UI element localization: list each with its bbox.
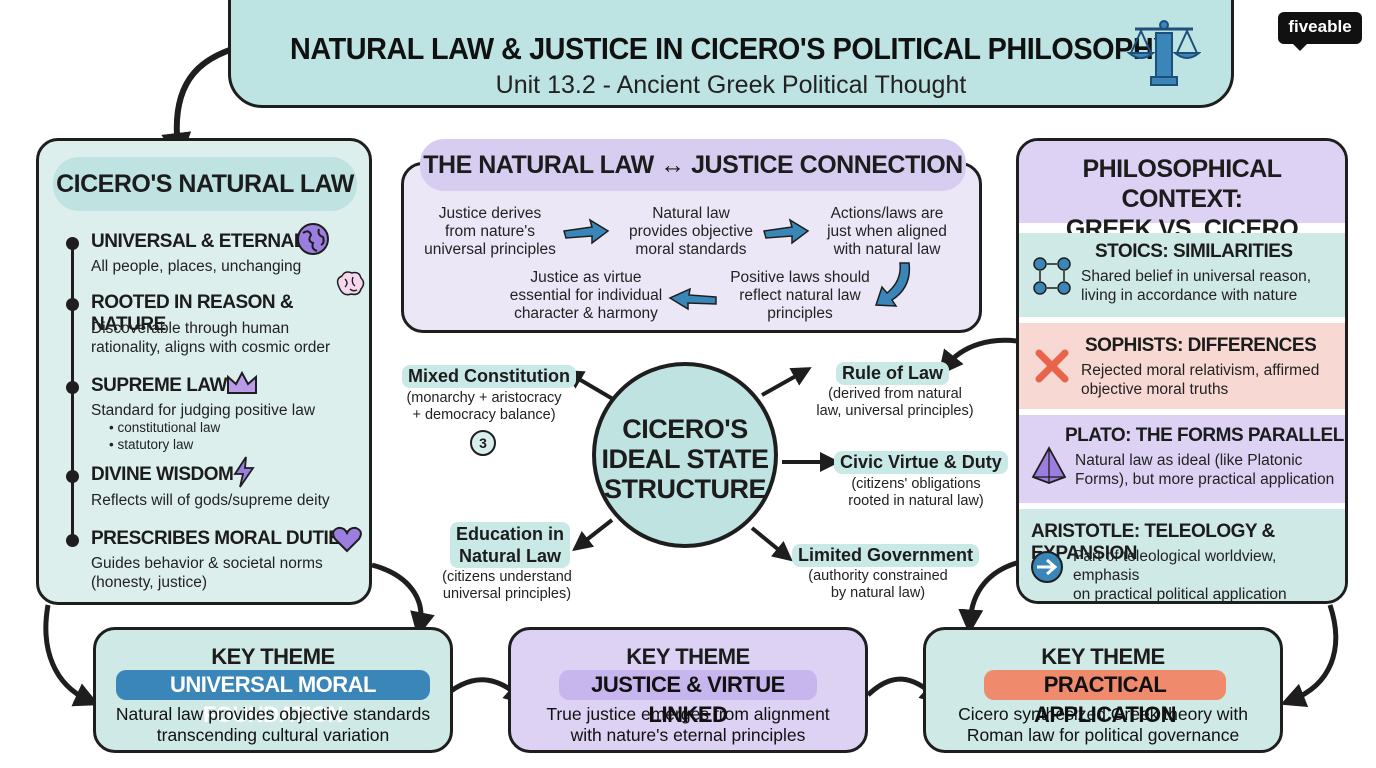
- node-limited-government-desc: (authority constrained by natural law): [808, 568, 948, 601]
- item-title: PRESCRIBES MORAL DUTIES: [91, 528, 353, 549]
- page-title: NATURAL LAW & JUSTICE IN CICERO'S POLITI…: [290, 31, 1172, 66]
- lightning-icon: [233, 456, 255, 488]
- cross-icon: [1035, 349, 1069, 383]
- arrow-sophists-to-rule: [938, 337, 1025, 376]
- timeline-dot: [66, 470, 79, 483]
- item-desc: (honesty, justice): [91, 574, 208, 591]
- node-civic-virtue: Civic Virtue & Duty: [834, 451, 1008, 474]
- header-banner: NATURAL LAW & JUSTICE IN CICERO'S POLITI…: [228, 0, 1234, 108]
- node-rule-of-law: Rule of Law: [836, 362, 950, 385]
- philosophical-context-panel: PHILOSOPHICAL CONTEXT: GREEK VS. CICERO …: [1016, 138, 1348, 604]
- timeline-dot: [66, 298, 79, 311]
- arrow-right-to-theme3: [958, 559, 1021, 635]
- context-plato: PLATO: THE FORMS PARALLEL Natural law as…: [1019, 415, 1345, 503]
- key-theme-text: Cicero synthesized Greek theory with Rom…: [958, 704, 1248, 745]
- key-theme-pill: UNIVERSAL MORAL FOUNDATION: [116, 670, 430, 727]
- key-theme-heading: KEY THEME: [1041, 644, 1165, 669]
- item-title: DIVINE WISDOM: [91, 464, 234, 485]
- context-plato-desc: Natural law as ideal (like Platonic Form…: [1075, 452, 1335, 488]
- badge-three: 3: [470, 430, 496, 456]
- arrow-right-to-theme3-outer: [1280, 604, 1339, 708]
- item-title: SUPREME LAW: [91, 375, 227, 396]
- item-desc: Discoverable through human: [91, 320, 290, 337]
- item-desc: All people, places, unchanging: [91, 258, 302, 275]
- context-sophists: SOPHISTS: DIFFERENCES Rejected moral rel…: [1019, 323, 1345, 409]
- spoke-rule: [761, 367, 812, 397]
- step-justice-virtue: Justice as virtue essential for individu…: [509, 269, 663, 322]
- natural-law-panel: CICERO'S NATURAL LAW UNIVERSAL & ETERNAL…: [36, 138, 372, 605]
- step-positive-laws: Positive laws should reflect natural law…: [730, 269, 870, 322]
- key-theme-universal: KEY THEME UNIVERSAL MORAL FOUNDATION Nat…: [93, 627, 453, 753]
- connection-title: THE NATURAL LAW ↔ JUSTICE CONNECTION: [420, 139, 966, 191]
- step-actions-just: Actions/laws are just when aligned with …: [827, 205, 947, 258]
- sub-item: • statutory law: [109, 437, 194, 452]
- key-theme-justice: KEY THEME JUSTICE & VIRTUE LINKED True j…: [508, 627, 868, 753]
- context-stoics: STOICS: SIMILARITIES Shared belief in un…: [1019, 233, 1345, 317]
- flow-arrow-right: [763, 218, 810, 245]
- item-desc: Guides behavior & societal norms: [91, 555, 323, 572]
- item-title: UNIVERSAL & ETERNAL: [91, 231, 305, 252]
- globe-icon: [297, 223, 329, 255]
- connection-panel: THE NATURAL LAW ↔ JUSTICE CONNECTION Jus…: [401, 139, 982, 333]
- node-mixed-constitution-desc: (monarchy + aristocracy + democracy bala…: [406, 390, 562, 423]
- node-civic-virtue-desc: (citizens' obligations rooted in natural…: [848, 476, 984, 509]
- step-justice-derives: Justice derives from nature's universal …: [424, 205, 556, 258]
- node-education-desc: (citizens understand universal principle…: [442, 569, 572, 602]
- connection-arrows: [563, 218, 911, 311]
- scales-pillar-icon: [1127, 20, 1201, 86]
- timeline-dot: [66, 534, 79, 547]
- page-subtitle: Unit 13.2 - Ancient Greek Political Thou…: [495, 71, 967, 99]
- sub-item: • constitutional law: [109, 420, 221, 435]
- spoke-limited: [750, 526, 793, 562]
- context-title: PHILOSOPHICAL CONTEXT: GREEK VS. CICERO: [1019, 141, 1345, 243]
- spoke-education: [572, 518, 614, 552]
- key-theme-text: True justice emerges from alignment with…: [546, 704, 830, 745]
- key-theme-text: Natural law provides objective standards…: [115, 704, 431, 745]
- context-stoics-desc: Shared belief in universal reason, livin…: [1081, 268, 1312, 304]
- crown-icon: [227, 370, 257, 394]
- context-sophists-title: SOPHISTS: DIFFERENCES: [1085, 335, 1317, 356]
- natural-law-title: CICERO'S NATURAL LAW: [53, 157, 357, 211]
- node-rule-of-law-desc: (derived from natural law, universal pri…: [816, 386, 974, 419]
- item-desc: Reflects will of gods/supreme deity: [91, 492, 330, 509]
- flow-arrow-curve: [874, 262, 911, 307]
- brain-icon: [336, 271, 365, 296]
- context-plato-title: PLATO: THE FORMS PARALLEL: [1065, 425, 1344, 446]
- item-desc: rationality, aligns with cosmic order: [91, 339, 331, 356]
- node-limited-government: Limited Government: [792, 544, 980, 567]
- key-theme-heading: KEY THEME: [626, 644, 750, 669]
- hub-label: CICERO'S IDEAL STATE STRUCTURE: [601, 414, 769, 504]
- item-title: ROOTED IN REASON & NATURE: [91, 292, 294, 335]
- key-theme-pill: JUSTICE & VIRTUE LINKED: [559, 670, 817, 727]
- context-aristotle-desc: Part of teleological worldview, emphasis…: [1073, 548, 1287, 603]
- arrow-left-to-theme1: [43, 604, 100, 707]
- timeline-dot: [66, 381, 79, 394]
- flow-arrow-left: [668, 287, 717, 311]
- key-theme-practical: KEY THEME PRACTICAL APPLICATION Cicero s…: [923, 627, 1283, 753]
- arrow-left-to-theme2: [371, 562, 435, 638]
- context-sophists-desc: Rejected moral relativism, affirmed obje…: [1081, 362, 1320, 398]
- brand-logo: fiveable: [1278, 12, 1362, 51]
- key-theme-pill: PRACTICAL APPLICATION: [984, 670, 1226, 727]
- node-education: Education in Natural Law: [450, 522, 570, 568]
- context-stoics-title: STOICS: SIMILARITIES: [1095, 241, 1293, 262]
- pyramid-icon: [1031, 446, 1067, 484]
- ideal-state-hub: CICERO'S IDEAL STATE STRUCTURE: [592, 362, 778, 548]
- key-theme-heading: KEY THEME: [211, 644, 335, 669]
- cycle-icon: [1033, 257, 1071, 295]
- step-natural-law-standards: Natural law provides objective moral sta…: [628, 205, 754, 258]
- heart-icon: [332, 526, 362, 553]
- timeline-dot: [66, 237, 79, 250]
- item-desc: Standard for judging positive law: [91, 402, 316, 419]
- context-aristotle: ARISTOTLE: TELEOLOGY & EXPANSION Part of…: [1019, 509, 1345, 603]
- flow-arrow-right: [563, 218, 610, 245]
- arrow-circle-icon: [1031, 551, 1063, 583]
- node-mixed-constitution: Mixed Constitution: [402, 365, 576, 388]
